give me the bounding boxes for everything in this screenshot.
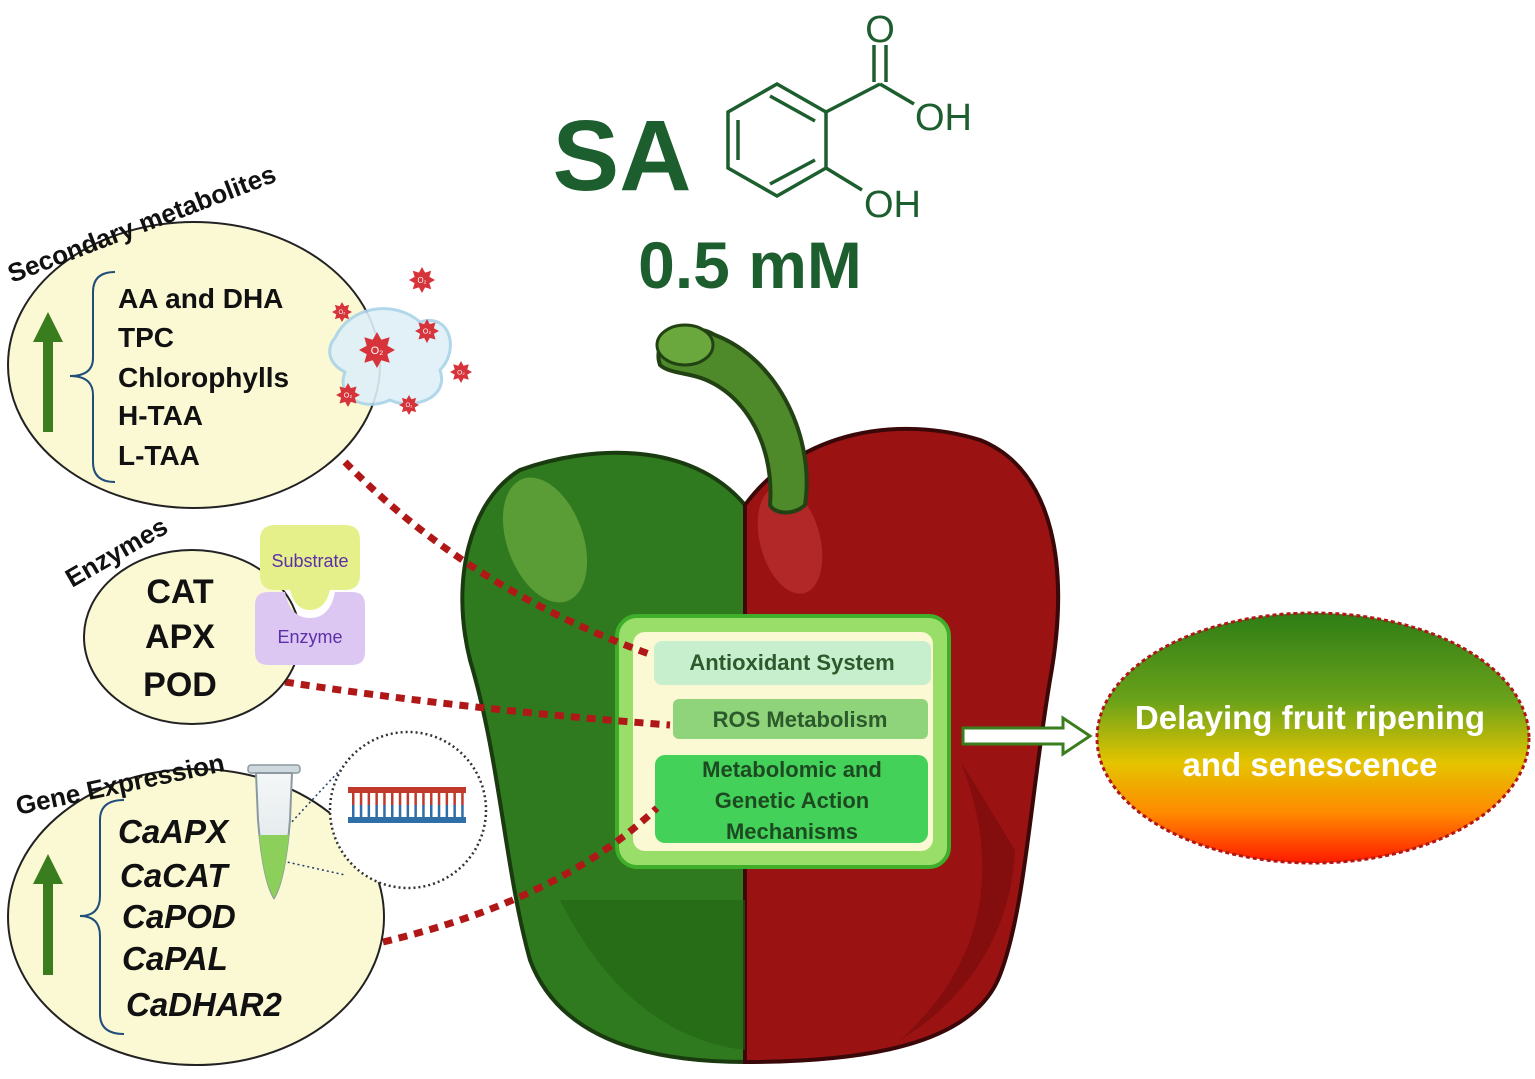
- ros-particle-icon: [399, 395, 419, 415]
- gene-list: CaAPX CaCAT CaPOD CaPAL CaDHAR2: [118, 813, 283, 1023]
- dose-label: 0.5 mM: [638, 228, 862, 302]
- enzyme-item: CAT: [146, 573, 214, 611]
- mechanism-antioxidant: Antioxidant System: [689, 650, 894, 675]
- dna-rung: [367, 793, 371, 805]
- enzyme-item: POD: [143, 666, 217, 704]
- ros-particle-label: O₂: [371, 345, 384, 357]
- bell-pepper: [460, 323, 1061, 1065]
- ros-particle-label: O₂: [417, 276, 426, 285]
- salicylic-acid-structure: [726, 45, 915, 199]
- ros-particle-icon: [359, 332, 395, 368]
- metabolite-item: Chlorophylls: [118, 362, 289, 393]
- metabolite-list: AA and DHA TPC Chlorophylls H-TAA L-TAA: [118, 283, 289, 471]
- dna-rung: [383, 805, 386, 817]
- pepper-red-highlight: [757, 486, 823, 594]
- outcome-line-2: and senescence: [1183, 746, 1438, 783]
- ros-particle-label: O₂: [339, 310, 347, 316]
- dna-rung: [445, 805, 449, 817]
- ros-particles: O₂ O₂ O₂ O₂ O₂ O₂ O₂: [332, 267, 472, 415]
- pepper-green-highlight: [502, 477, 588, 603]
- pepper-green-shadow: [560, 900, 745, 1050]
- dna-rung: [375, 805, 378, 817]
- structure-acid-oh: OH: [915, 97, 972, 139]
- gene-expression-panel: [7, 730, 488, 1066]
- pepper-red-shadow: [900, 760, 1015, 1040]
- gene-item: CaCAT: [120, 857, 230, 894]
- test-tube-icon: [247, 764, 301, 900]
- dna-rung: [422, 805, 425, 817]
- metabolite-item: H-TAA: [118, 400, 203, 431]
- outcome-ellipse: [1095, 611, 1531, 865]
- ros-particle-label: O₂: [406, 403, 414, 409]
- dna-icon: [352, 793, 464, 817]
- dna-rung: [367, 805, 371, 817]
- dna-rung: [461, 793, 464, 805]
- ros-particle-icon: [415, 319, 439, 343]
- outcome-arrow: [961, 715, 1093, 757]
- dna-rung: [437, 793, 441, 805]
- dna-rung: [406, 793, 410, 805]
- pepper-stem-cap: [655, 323, 715, 367]
- structure-ring-oh: OH: [864, 184, 921, 226]
- dna-rung: [461, 805, 464, 817]
- outcome-line-1: Delaying fruit ripening: [1135, 699, 1485, 736]
- enzymes-panel: [83, 525, 365, 725]
- enzyme-label: Enzyme: [277, 627, 342, 647]
- dna-rung: [398, 793, 402, 805]
- dna-rung: [414, 805, 417, 817]
- compound-abbrev: SA: [553, 100, 692, 212]
- connector-genes: [382, 805, 660, 946]
- dna-rung: [453, 793, 456, 805]
- dna-rung: [391, 805, 394, 817]
- mechanism-metabolomic-line-1: Metabolomic and: [702, 757, 882, 782]
- dna-rung: [414, 793, 417, 805]
- enzyme-shape: [255, 592, 365, 665]
- gene-item: CaDHAR2: [126, 986, 283, 1023]
- dna-rung: [445, 793, 449, 805]
- dna-rung: [383, 793, 386, 805]
- substrate-label: Substrate: [271, 551, 348, 571]
- dna-rung: [375, 793, 378, 805]
- dna-rung: [352, 793, 355, 805]
- enzyme-list: CAT APX POD: [143, 573, 217, 704]
- gene-item: CaAPX: [118, 813, 230, 850]
- mechanism-box: [615, 614, 951, 869]
- ros-particle-icon: [450, 361, 472, 383]
- dna-rung: [359, 793, 363, 805]
- dna-rung: [430, 805, 433, 817]
- metabolite-item: AA and DHA: [118, 283, 283, 314]
- mechanism-ros: ROS Metabolism: [713, 707, 888, 732]
- mechanism-metabolomic-line-2: Genetic Action: [715, 788, 869, 813]
- substrate-shape: [260, 525, 360, 610]
- enzyme-item: APX: [145, 618, 215, 656]
- ros-particle-icon: [336, 383, 360, 407]
- mechanism-metabolomic-line-3: Mechanisms: [726, 819, 858, 844]
- connector-lines: [284, 459, 671, 946]
- ros-particle-label: O₂: [457, 369, 465, 376]
- ros-particle-label: O₂: [344, 391, 353, 400]
- connector-metabolites: [342, 459, 654, 659]
- dna-rung: [437, 805, 441, 817]
- ros-particle-icon: [409, 267, 435, 293]
- ros-particle-icon: [332, 302, 352, 322]
- dna-rung: [453, 805, 456, 817]
- dna-rung: [430, 793, 433, 805]
- structure-carbonyl-o: O: [865, 9, 895, 51]
- gene-item: CaPOD: [122, 898, 236, 935]
- dna-rung: [398, 805, 402, 817]
- ros-particle-label: O₂: [423, 327, 432, 336]
- gene-item: CaPAL: [122, 940, 228, 977]
- dna-rung: [422, 793, 425, 805]
- metabolite-item: TPC: [118, 322, 174, 353]
- connector-enzymes: [284, 678, 671, 729]
- dna-rung: [391, 793, 394, 805]
- dna-rung: [359, 805, 363, 817]
- dna-rung: [406, 805, 410, 817]
- dna-rung: [352, 805, 355, 817]
- metabolite-item: L-TAA: [118, 440, 200, 471]
